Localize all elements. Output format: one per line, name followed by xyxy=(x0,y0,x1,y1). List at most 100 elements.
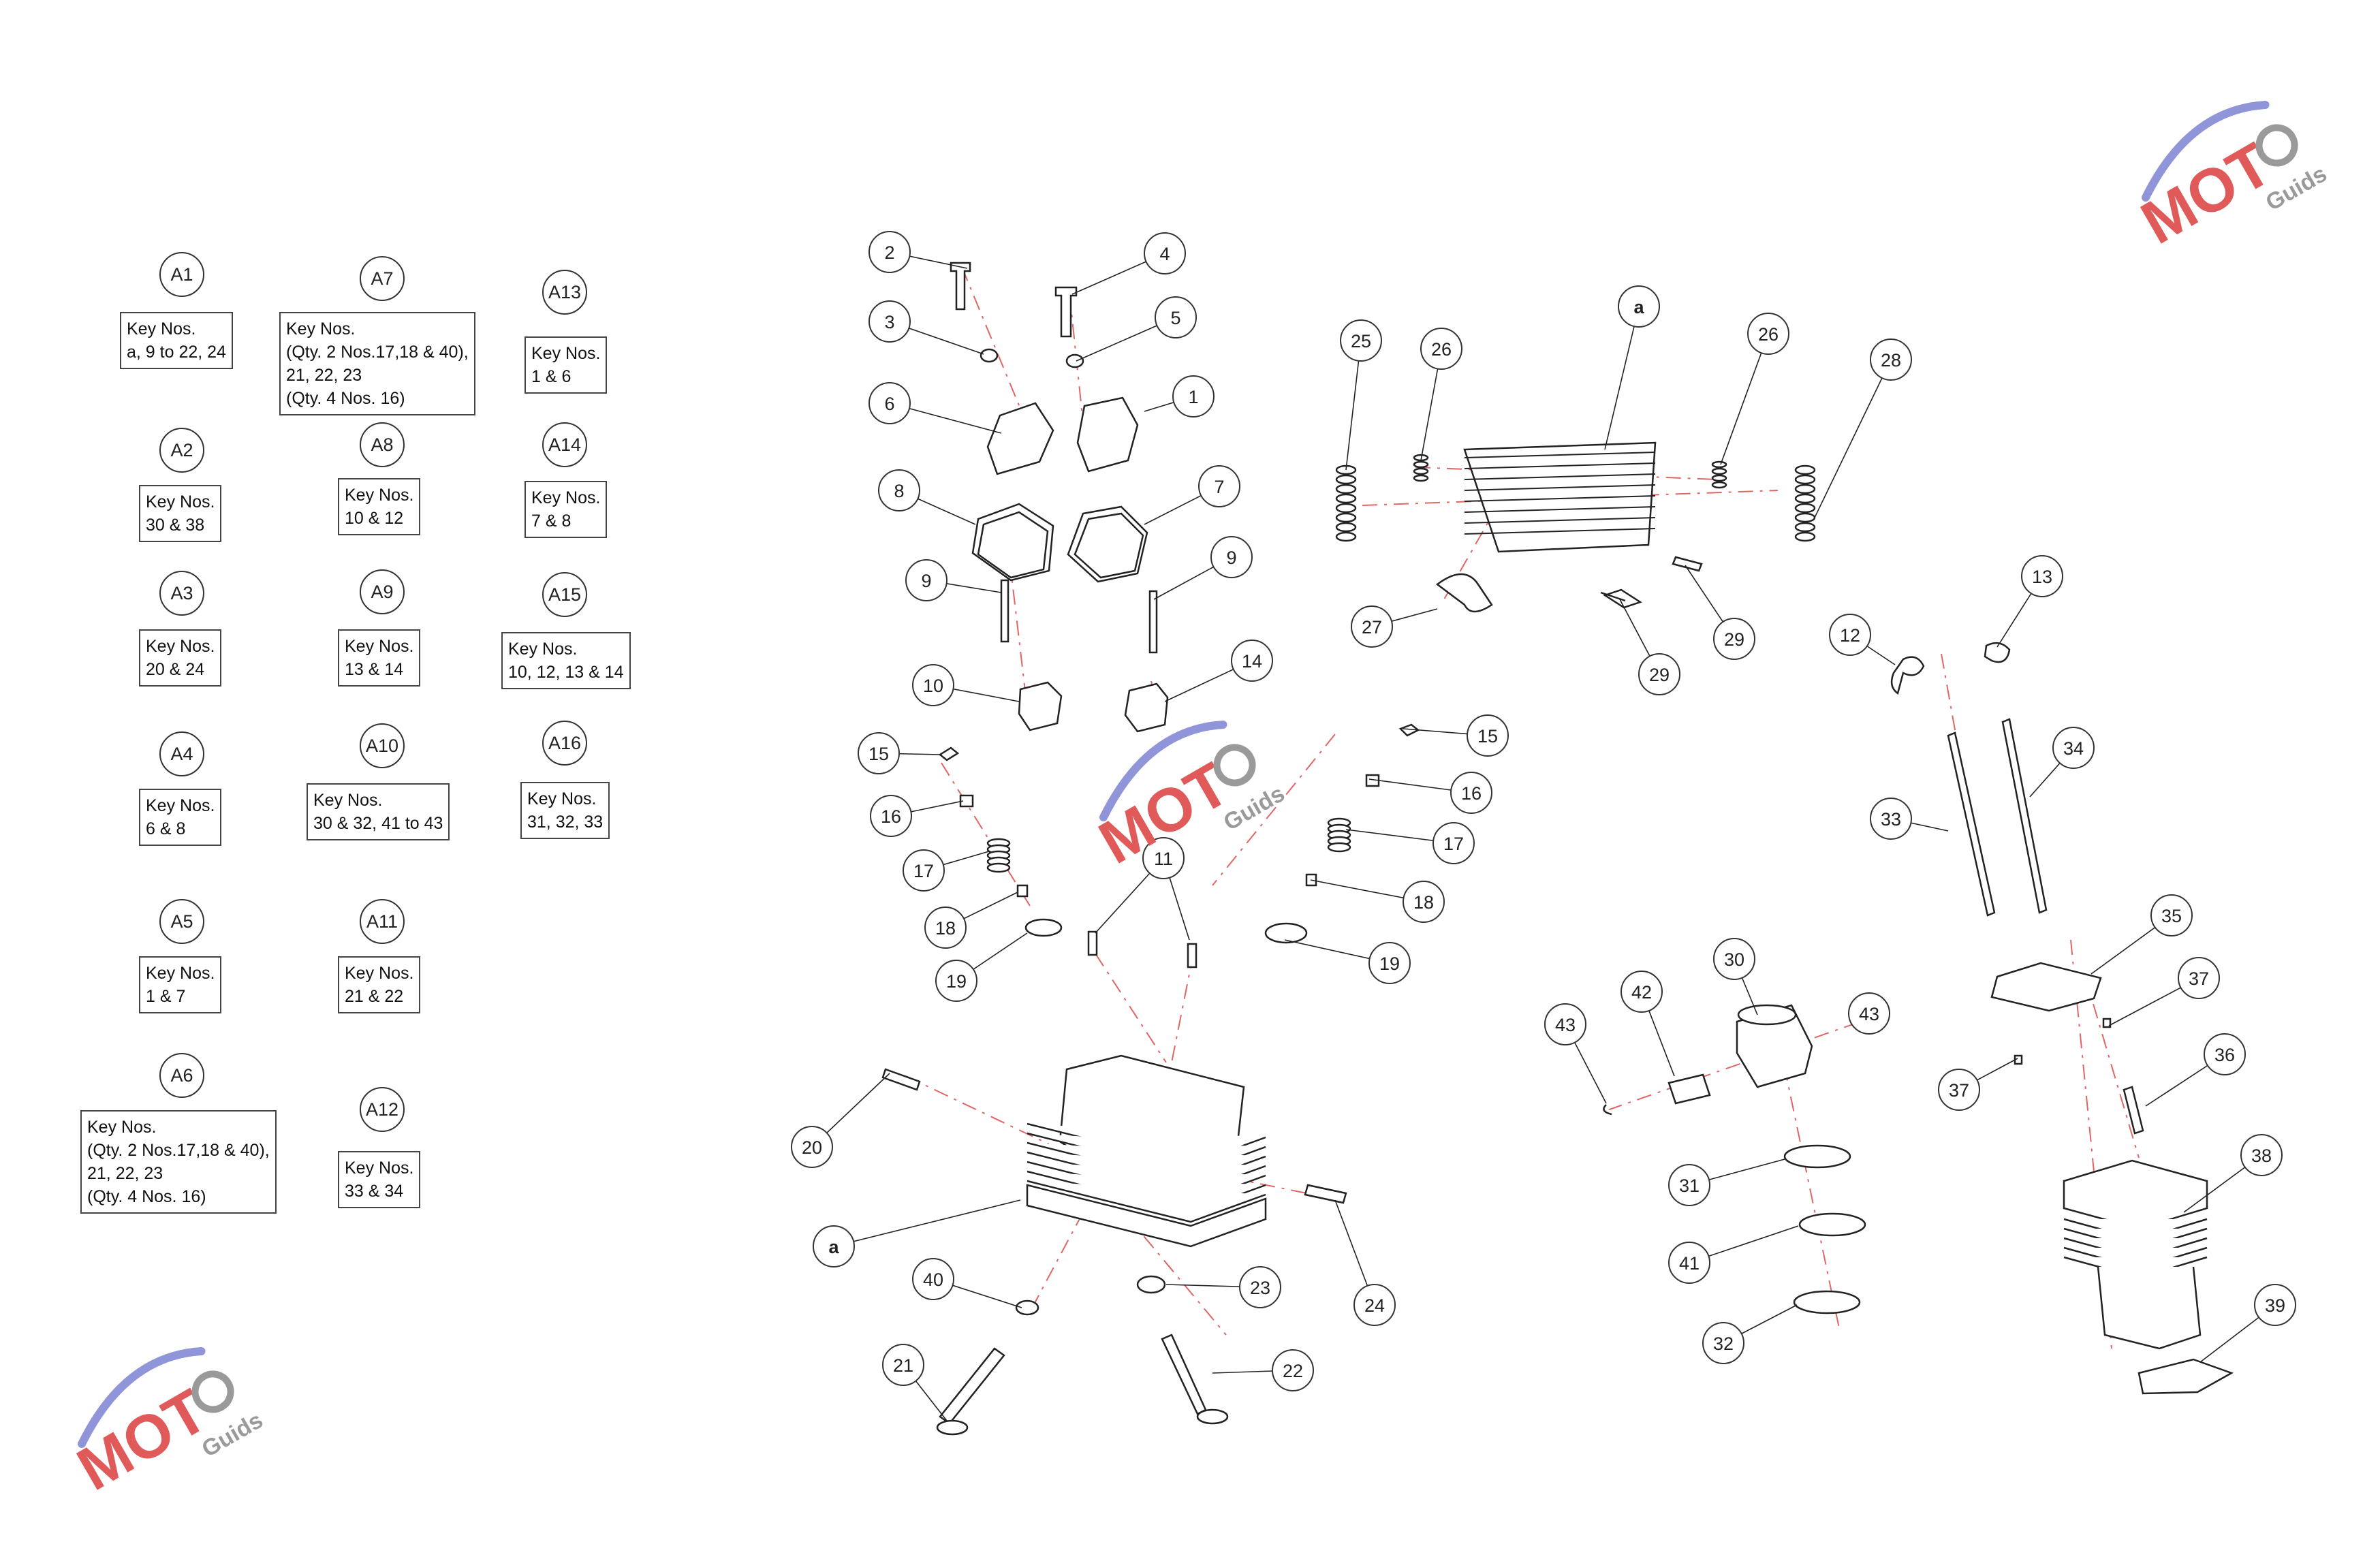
kit-line: 30 & 38 xyxy=(146,516,205,535)
callout-24: 24 xyxy=(1364,1295,1385,1316)
kit-line: Key Nos. xyxy=(127,319,196,338)
kit-line: (Qty. 4 Nos. 16) xyxy=(87,1187,206,1206)
assembly-axis xyxy=(1212,734,1336,886)
seal-40 xyxy=(1015,1299,1039,1316)
assembly-axis xyxy=(1009,558,1028,709)
callout-6-circle xyxy=(868,382,911,424)
kit-line: 13 & 14 xyxy=(345,660,404,679)
callout-11: 11 xyxy=(1154,849,1173,869)
callout-2-circle xyxy=(868,231,911,273)
callout-33-circle xyxy=(1870,798,1912,840)
callout-37-circle xyxy=(1938,1069,1980,1111)
strip-25-fin xyxy=(1335,522,1357,533)
callout-14: 14 xyxy=(1242,651,1262,672)
callout-16-circle xyxy=(1450,772,1492,814)
callout-21-circle xyxy=(882,1344,924,1386)
washer-19 xyxy=(1024,918,1063,937)
kit-line: 31, 32, 33 xyxy=(527,813,604,832)
callout-5: 5 xyxy=(1170,308,1180,328)
pin-9 xyxy=(1000,579,1009,643)
callout-41-circle xyxy=(1668,1242,1710,1284)
kit-contents-a12: Key Nos.33 & 34 xyxy=(338,1151,421,1208)
callout-43-circle xyxy=(1848,992,1890,1035)
kit-id-a3: A3 xyxy=(159,571,204,616)
callout-10: 10 xyxy=(923,676,943,696)
assembly-axis xyxy=(1171,953,1194,1063)
callout-2: 2 xyxy=(884,242,894,263)
assembly-axis xyxy=(905,1075,1050,1145)
callout-32-circle xyxy=(1702,1322,1744,1364)
spring-26-coil xyxy=(1413,467,1429,475)
callout-22-circle xyxy=(1272,1349,1314,1391)
kit-contents-a10: Key Nos.30 & 32, 41 to 43 xyxy=(307,783,450,840)
leader-a xyxy=(1604,306,1640,450)
assembly-axis xyxy=(1095,953,1167,1063)
callout-38: 38 xyxy=(2251,1146,2272,1166)
kit-contents-a3: Key Nos.20 & 24 xyxy=(139,629,222,687)
spring-26-coil xyxy=(1413,474,1429,482)
strip-25-fin xyxy=(1335,474,1357,485)
callout-15-circle xyxy=(1467,714,1509,757)
strip-28-fin xyxy=(1794,531,1816,542)
callout-26-circle xyxy=(1420,328,1462,370)
kit-line: 33 & 34 xyxy=(345,1182,404,1201)
callout-18: 18 xyxy=(1413,892,1434,913)
kit-line: Key Nos. xyxy=(345,486,414,505)
callout-19: 19 xyxy=(946,971,967,992)
kit-line: 21, 22, 23 xyxy=(286,366,362,385)
kit-line: 10 & 12 xyxy=(345,509,404,528)
kit-contents-a11: Key Nos.21 & 22 xyxy=(338,956,421,1013)
spring-17-coil xyxy=(986,862,1011,873)
dowel-11 xyxy=(1087,930,1098,956)
upper-head-fin xyxy=(1464,484,1656,491)
valve-21-head xyxy=(936,1419,969,1436)
kit-id-a8: A8 xyxy=(360,422,405,467)
swoosh-icon xyxy=(1099,721,1227,821)
callout-37: 37 xyxy=(2189,968,2209,989)
assembly-axis xyxy=(941,762,1031,907)
valve-22 xyxy=(1161,1334,1207,1415)
callout-15: 15 xyxy=(1477,726,1498,746)
kit-line: 20 & 24 xyxy=(146,660,205,679)
spring-26b-coil xyxy=(1711,481,1727,489)
kit-contents-a2: Key Nos.30 & 38 xyxy=(139,485,222,542)
callout-15: 15 xyxy=(868,744,889,764)
callout-32: 32 xyxy=(1713,1334,1734,1354)
kit-line: 21, 22, 23 xyxy=(87,1164,163,1183)
callout-17-circle xyxy=(903,849,945,892)
callout-29-circle xyxy=(1713,618,1755,660)
strip-25-fin xyxy=(1335,512,1357,523)
swoosh-icon xyxy=(78,1347,206,1448)
callout-20: 20 xyxy=(802,1137,822,1158)
kit-line: Key Nos. xyxy=(87,1118,157,1137)
callout-43-circle xyxy=(1544,1003,1586,1045)
callout-19-circle xyxy=(1368,942,1411,984)
strip-28-fin xyxy=(1794,503,1816,514)
kit-line: Key Nos. xyxy=(508,640,578,659)
callout-12: 12 xyxy=(1840,625,1860,646)
callout-4-circle xyxy=(1144,232,1186,274)
leader-25 xyxy=(1345,340,1362,471)
callout-28-circle xyxy=(1870,338,1912,381)
kit-line: Key Nos. xyxy=(146,796,215,815)
callout-10-circle xyxy=(912,664,954,706)
callout-39-circle xyxy=(2254,1284,2296,1326)
callout-13: 13 xyxy=(2032,567,2052,587)
spring-26b-coil xyxy=(1711,460,1727,469)
callout-36-circle xyxy=(2204,1033,2246,1075)
cover-6 xyxy=(986,402,1054,475)
strip-28-fin xyxy=(1794,493,1816,504)
kit-id-a2: A2 xyxy=(159,428,204,473)
kit-contents-a15: Key Nos.10, 12, 13 & 14 xyxy=(501,632,631,689)
kit-id-a11: A11 xyxy=(360,899,405,944)
kit-id-a5: A5 xyxy=(159,899,204,944)
kit-line: Key Nos. xyxy=(531,488,601,507)
strip-25-fin xyxy=(1335,503,1357,514)
spring-26b-coil xyxy=(1711,474,1727,482)
kit-line: 1 & 7 xyxy=(146,987,186,1006)
circlip-43 xyxy=(1603,1104,1612,1116)
hose-27 xyxy=(1435,573,1493,613)
callout-34: 34 xyxy=(2063,738,2084,759)
callout-8: 8 xyxy=(894,481,904,501)
